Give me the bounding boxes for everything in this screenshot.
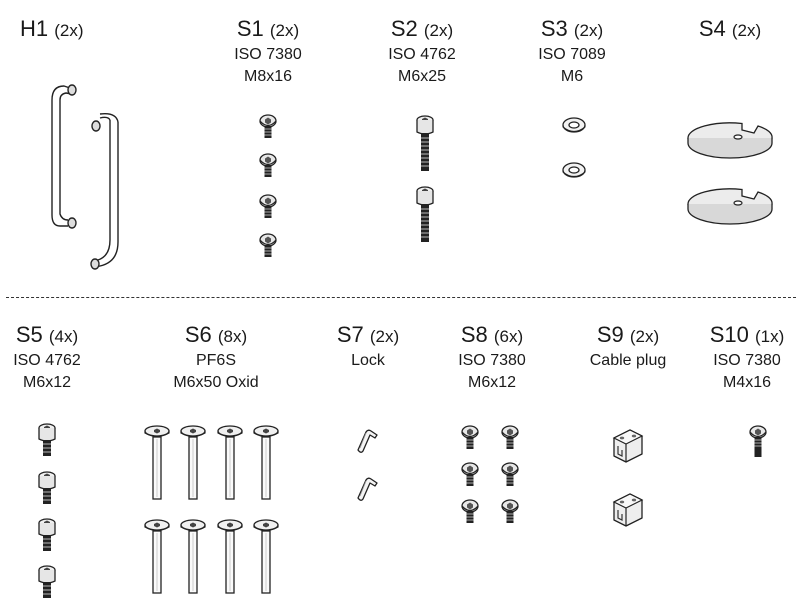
part-s4: S4 (2x) [670,16,790,44]
section-divider [6,297,796,298]
part-code: S10 (1x) [709,322,785,347]
part-name: Cable plug [589,352,667,369]
part-code: S7 (2x) [336,322,400,347]
socket-head-screw-short-icon [38,423,56,599]
part-standard: ISO 7380 [458,352,526,369]
part-size: M6x25 [397,68,447,85]
part-code: S6 (8x) [184,322,248,347]
part-standard: ISO 7380 [713,352,781,369]
lock-key-icon [357,429,378,501]
part-standard: ISO 4762 [13,352,81,369]
button-head-screw-icon [749,425,767,457]
part-code: S3 (2x) [540,16,604,41]
handle-icon [51,84,119,270]
button-head-screw-icon [461,425,519,524]
part-s1: S1 (2x) ISO 7380 M8x16 [208,16,328,88]
part-size: M6x12 [22,374,72,391]
part-code: S1 (2x) [236,16,300,41]
part-size: M8x16 [243,68,293,85]
part-code: S4 (2x) [698,16,762,41]
part-s10: S10 (1x) ISO 7380 M4x16 [692,322,802,394]
part-size: M6 [560,68,584,85]
part-standard: ISO 7380 [234,46,302,63]
part-s7: S7 (2x) Lock [318,322,418,372]
part-standard: PF6S [195,352,236,369]
socket-head-screw-icon [416,115,434,243]
part-s3: S3 (2x) ISO 7089 M6 [512,16,632,88]
part-code: S2 (2x) [390,16,454,41]
part-code: S5 (4x) [15,322,79,347]
washer-icon [562,117,586,178]
part-s9: S9 (2x) Cable plug [568,322,688,372]
part-s5: S5 (4x) ISO 4762 M6x12 [0,322,94,394]
part-s2: S2 (2x) ISO 4762 M6x25 [362,16,482,88]
slotted-disc-icon [687,122,773,225]
part-s8: S8 (6x) ISO 7380 M6x12 [432,322,552,394]
button-head-screw-icon [259,114,277,258]
part-size: M6x12 [467,374,517,391]
part-h1: H1 (2x) [20,16,100,44]
part-code: H1 (2x) [20,16,84,41]
part-standard: ISO 4762 [388,46,456,63]
part-name: Lock [351,352,385,369]
part-code: S9 (2x) [596,322,660,347]
part-code: S8 (6x) [460,322,524,347]
long-flat-head-screw-icon [144,425,279,594]
part-size: M4x16 [722,374,772,391]
part-size: M6x50 Oxid [173,374,259,391]
cable-plug-icon [613,429,643,527]
part-s6: S6 (8x) PF6S M6x50 Oxid [136,322,296,394]
part-standard: ISO 7089 [538,46,606,63]
